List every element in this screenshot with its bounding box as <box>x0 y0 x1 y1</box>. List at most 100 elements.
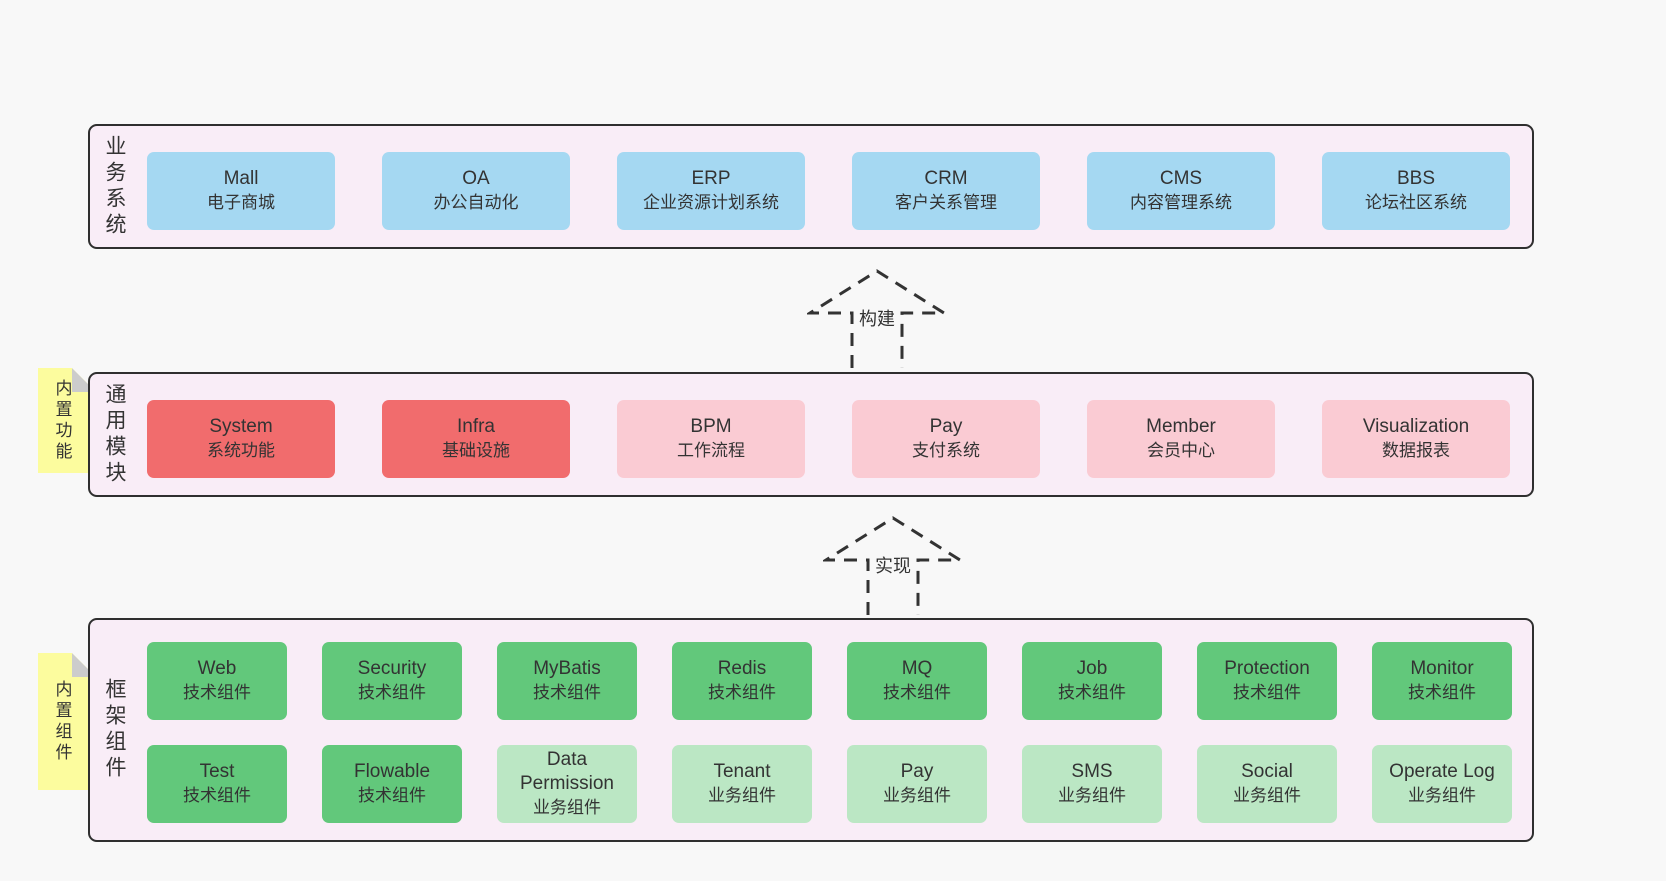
box-subtitle: 技术组件 <box>708 683 776 702</box>
box-subtitle: 客户关系管理 <box>895 193 997 212</box>
arrow-build-label: 构建 <box>856 308 898 330</box>
box-title: Redis <box>717 658 767 679</box>
box-title: CRM <box>924 168 968 189</box>
box-tenant: Tenant 业务组件 <box>672 745 812 823</box>
box-erp: ERP 企业资源计划系统 <box>617 152 805 230</box>
box-test: Test 技术组件 <box>147 745 287 823</box>
box-subtitle: 数据报表 <box>1382 441 1450 460</box>
box-title: Security <box>357 658 427 679</box>
sticky-note-built-in-components: 内置组件 <box>38 653 96 790</box>
box-pay-component: Pay 业务组件 <box>847 745 987 823</box>
box-title: BPM <box>690 416 732 437</box>
box-system: System 系统功能 <box>147 400 335 478</box>
box-subtitle: 业务组件 <box>1408 786 1476 805</box>
layer-label-framework-components: 框架组件 <box>103 678 126 782</box>
box-title: ERP <box>691 168 731 189</box>
components-row-1: Web 技术组件 Security 技术组件 MyBatis 技术组件 Redi… <box>147 642 1512 720</box>
box-subtitle: 支付系统 <box>912 441 980 460</box>
box-crm: CRM 客户关系管理 <box>852 152 1040 230</box>
box-sms: SMS 业务组件 <box>1022 745 1162 823</box>
box-subtitle: 基础设施 <box>442 441 510 460</box>
box-subtitle: 电子商城 <box>207 193 275 212</box>
box-data-permission: Data Permission 业务组件 <box>497 745 637 823</box>
box-title: Test <box>199 761 235 782</box>
box-subtitle: 技术组件 <box>1408 683 1476 702</box>
box-cms: CMS 内容管理系统 <box>1087 152 1275 230</box>
box-title: Operate Log <box>1389 761 1495 782</box>
arrow-build: 构建 <box>807 268 947 368</box>
up-block-arrow-icon <box>823 516 963 615</box>
box-social: Social 业务组件 <box>1197 745 1337 823</box>
box-title: Flowable <box>353 761 431 782</box>
box-subtitle: 内容管理系统 <box>1130 193 1232 212</box>
layer-business-systems: 业务系统 Mall 电子商城 OA 办公自动化 ERP 企业资源计划系统 CRM… <box>88 124 1534 249</box>
box-subtitle: 技术组件 <box>358 786 426 805</box>
box-title: Protection <box>1224 658 1310 679</box>
box-title: OA <box>462 168 490 189</box>
box-job: Job 技术组件 <box>1022 642 1162 720</box>
arrow-implement-label: 实现 <box>872 555 914 577</box>
box-bbs: BBS 论坛社区系统 <box>1322 152 1510 230</box>
box-subtitle: 论坛社区系统 <box>1365 193 1467 212</box>
box-oa: OA 办公自动化 <box>382 152 570 230</box>
box-subtitle: 系统功能 <box>207 441 275 460</box>
box-mall: Mall 电子商城 <box>147 152 335 230</box>
box-title: MyBatis <box>533 658 601 679</box>
box-title: Social <box>1241 761 1293 782</box>
box-subtitle: 业务组件 <box>708 786 776 805</box>
modules-boxes-row: System 系统功能 Infra 基础设施 BPM 工作流程 Pay 支付系统… <box>147 400 1510 478</box>
sticky-note-built-in-features: 内置功能 <box>38 368 96 473</box>
box-title: Pay <box>900 761 934 782</box>
box-pay: Pay 支付系统 <box>852 400 1040 478</box>
layer-label-business-systems: 业务系统 <box>103 134 126 239</box>
box-title: Visualization <box>1362 416 1470 437</box>
box-subtitle: 业务组件 <box>883 786 951 805</box>
box-title: Mall <box>223 168 259 189</box>
components-row-2: Test 技术组件 Flowable 技术组件 Data Permission … <box>147 745 1512 823</box>
box-redis: Redis 技术组件 <box>672 642 812 720</box>
box-subtitle: 工作流程 <box>677 441 745 460</box>
box-subtitle: 办公自动化 <box>433 193 519 212</box>
box-subtitle: 技术组件 <box>183 683 251 702</box>
box-bpm: BPM 工作流程 <box>617 400 805 478</box>
box-protection: Protection 技术组件 <box>1197 642 1337 720</box>
box-subtitle: 技术组件 <box>533 683 601 702</box>
box-title: MQ <box>901 658 933 679</box>
box-subtitle: 业务组件 <box>1233 786 1301 805</box>
box-monitor: Monitor 技术组件 <box>1372 642 1512 720</box>
box-subtitle: 业务组件 <box>1058 786 1126 805</box>
layer-framework-components: 框架组件 Web 技术组件 Security 技术组件 MyBatis 技术组件… <box>88 618 1534 842</box>
sticky-note-label: 内置功能 <box>52 378 72 463</box>
business-boxes-row: Mall 电子商城 OA 办公自动化 ERP 企业资源计划系统 CRM 客户关系… <box>147 152 1510 230</box>
box-subtitle: 技术组件 <box>883 683 951 702</box>
box-security: Security 技术组件 <box>322 642 462 720</box>
box-title: Data Permission <box>520 749 614 794</box>
box-title: Web <box>197 658 237 679</box>
box-subtitle: 企业资源计划系统 <box>643 193 779 212</box>
box-title: Tenant <box>713 761 771 782</box>
sticky-note-label: 内置组件 <box>52 679 72 764</box>
box-web: Web 技术组件 <box>147 642 287 720</box>
box-title: System <box>209 416 273 437</box>
box-subtitle: 技术组件 <box>1233 683 1301 702</box>
box-mq: MQ 技术组件 <box>847 642 987 720</box>
box-mybatis: MyBatis 技术组件 <box>497 642 637 720</box>
layer-common-modules: 通用模块 System 系统功能 Infra 基础设施 BPM 工作流程 Pay… <box>88 372 1534 497</box>
box-subtitle: 会员中心 <box>1147 441 1215 460</box>
box-title: Monitor <box>1410 658 1474 679</box>
box-visualization: Visualization 数据报表 <box>1322 400 1510 478</box>
box-member: Member 会员中心 <box>1087 400 1275 478</box>
box-title: BBS <box>1396 168 1436 189</box>
box-title: Pay <box>929 416 963 437</box>
box-subtitle: 业务组件 <box>533 798 601 817</box>
box-title: Infra <box>456 416 496 437</box>
box-title: Job <box>1076 658 1108 679</box>
box-flowable: Flowable 技术组件 <box>322 745 462 823</box>
box-operate-log: Operate Log 业务组件 <box>1372 745 1512 823</box>
box-subtitle: 技术组件 <box>183 786 251 805</box>
box-subtitle: 技术组件 <box>1058 683 1126 702</box>
box-title: SMS <box>1071 761 1113 782</box>
layer-label-common-modules: 通用模块 <box>103 382 126 487</box>
box-title: Member <box>1146 416 1216 437</box>
